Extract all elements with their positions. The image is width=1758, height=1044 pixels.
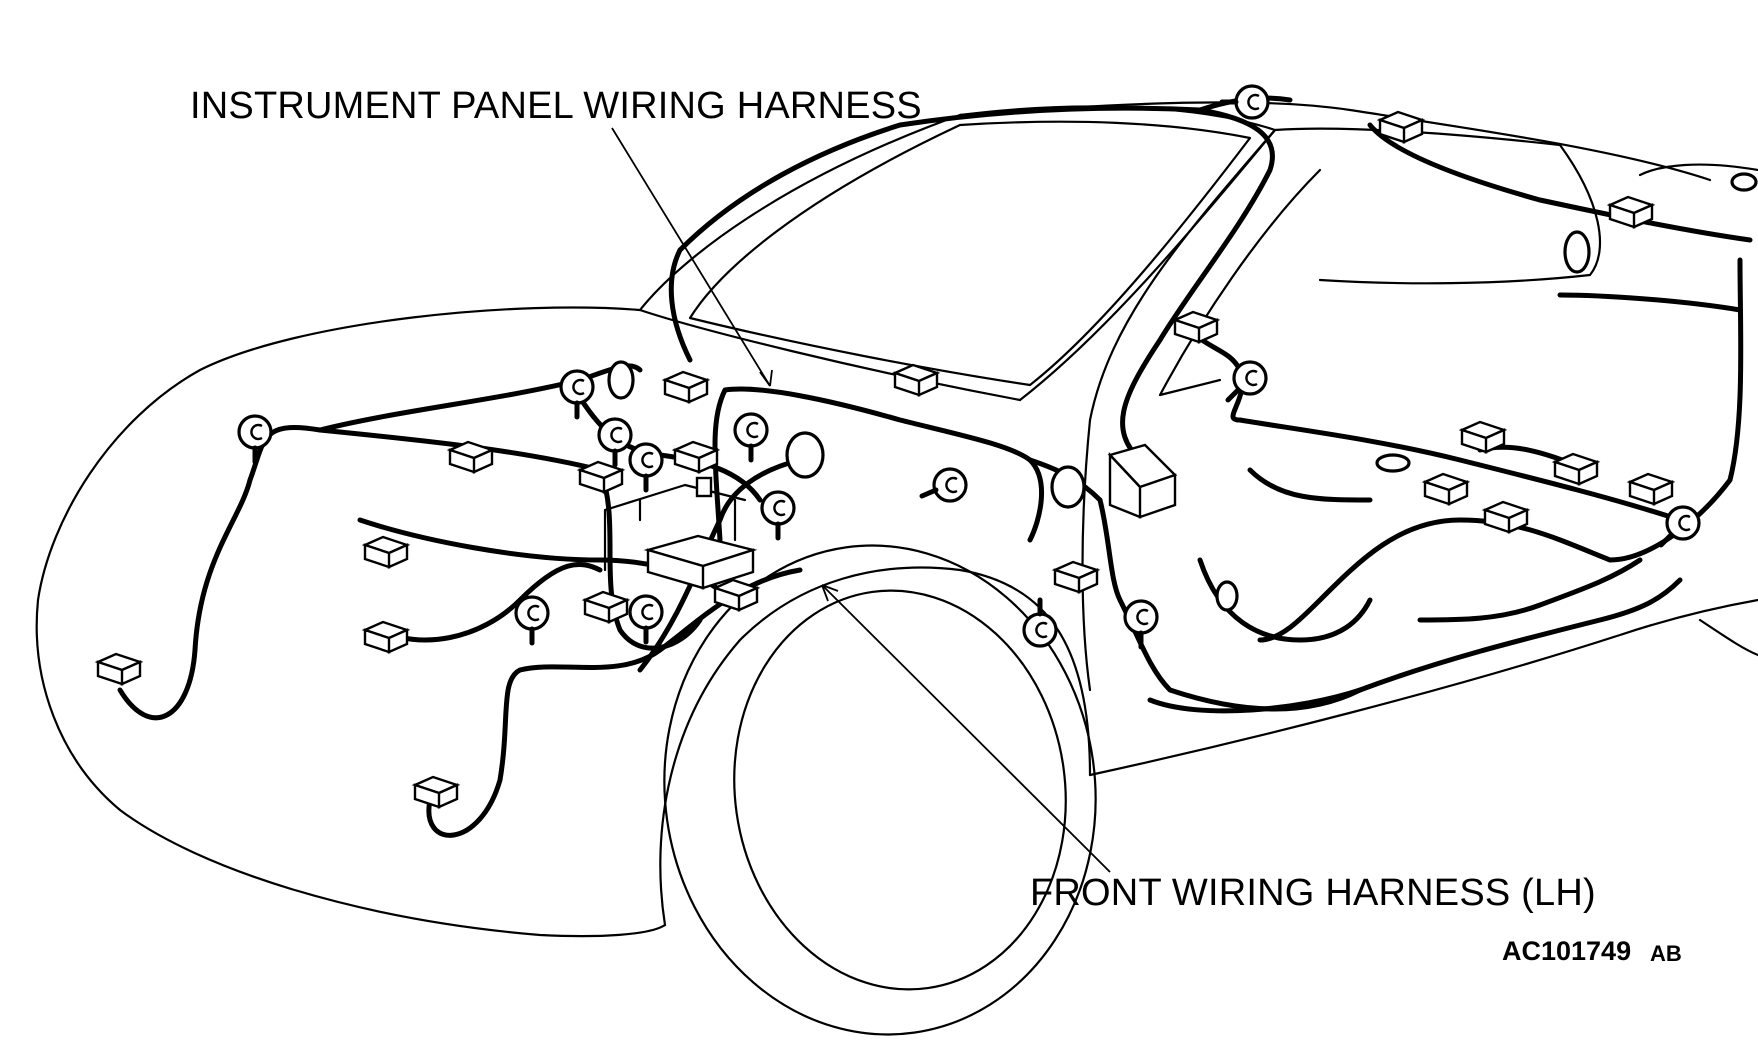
connector-block bbox=[1606, 195, 1656, 229]
connector-block bbox=[576, 460, 626, 494]
leader-lines bbox=[611, 127, 1111, 873]
sill-outline bbox=[1088, 598, 1758, 777]
connector-block bbox=[581, 590, 631, 624]
grommet-icon bbox=[1375, 453, 1411, 473]
ground-terminal-icon bbox=[1123, 599, 1159, 650]
floor-run bbox=[1417, 557, 1643, 623]
ground-terminal-icon bbox=[628, 442, 664, 493]
wiring-harness-lines bbox=[117, 95, 1753, 838]
rear-quarter-outline bbox=[1638, 163, 1758, 177]
windshield-outer bbox=[638, 105, 1277, 402]
figure-code: AC101749 bbox=[1502, 936, 1631, 966]
ground-terminal-icon bbox=[597, 417, 633, 468]
leader-front-harness bbox=[821, 584, 1111, 873]
grommet-icon bbox=[1563, 230, 1591, 274]
arrow-front-harness bbox=[821, 584, 839, 602]
grommet-icon bbox=[1730, 172, 1758, 192]
floor-harness bbox=[1247, 444, 1593, 503]
engine-bay-loop bbox=[597, 467, 703, 651]
ground-terminal-icon bbox=[1225, 360, 1268, 403]
connector-block bbox=[1376, 110, 1426, 144]
front-tire bbox=[663, 544, 1097, 1036]
arrow-instrument-panel bbox=[759, 369, 773, 387]
instrument-panel-harness-label: INSTRUMENT PANEL WIRING HARNESS bbox=[190, 85, 922, 127]
front-harness-trunk bbox=[117, 424, 603, 721]
connector-block bbox=[661, 370, 711, 404]
connectors bbox=[94, 110, 1676, 809]
grommet-icon bbox=[1215, 580, 1239, 612]
rear-roof-harness bbox=[1557, 292, 1743, 313]
connector-block bbox=[1458, 420, 1508, 454]
front-harness-upper bbox=[317, 363, 643, 433]
ground-terminal-icon bbox=[733, 412, 769, 463]
connector-block bbox=[361, 620, 411, 654]
rear-body-harness bbox=[1257, 257, 1744, 643]
hood-and-nose-outline bbox=[35, 306, 667, 938]
sill-harness bbox=[1147, 577, 1683, 714]
ground-terminal-icon bbox=[237, 414, 273, 465]
connector-block bbox=[1551, 452, 1601, 486]
ground-terminal-icon bbox=[1219, 84, 1270, 120]
front-harness-branch-low bbox=[377, 562, 603, 643]
connector-block bbox=[1171, 310, 1221, 344]
a-pillar-outline bbox=[1081, 128, 1277, 692]
connector-block bbox=[671, 440, 721, 474]
connector-block bbox=[1421, 472, 1471, 506]
rear-sill-notch bbox=[1698, 618, 1758, 657]
connector-block bbox=[891, 363, 941, 397]
connector-block bbox=[1051, 560, 1101, 594]
windshield-inner bbox=[688, 120, 1252, 387]
ground-terminals bbox=[237, 84, 1758, 650]
grommet-icon bbox=[785, 431, 825, 479]
ground-terminal-icon bbox=[628, 594, 664, 645]
roof-outline bbox=[958, 101, 1712, 182]
battery bbox=[603, 476, 747, 572]
rear-roof-panel bbox=[1273, 127, 1602, 285]
front-harness-lh-label: FRONT WIRING HARNESS (LH) bbox=[1030, 872, 1596, 914]
junction-block bbox=[643, 534, 758, 590]
connector-block bbox=[446, 440, 496, 474]
roof-harness bbox=[1197, 95, 1753, 243]
connector-block bbox=[1481, 500, 1531, 534]
ground-terminal-icon bbox=[760, 490, 796, 541]
front-wheel-rim bbox=[733, 589, 1067, 991]
connector-block bbox=[711, 578, 761, 612]
ground-terminal-icon bbox=[514, 595, 550, 646]
windshield-harness bbox=[668, 105, 1275, 463]
relay-box bbox=[1107, 443, 1178, 519]
door-window-outline bbox=[1158, 168, 1322, 397]
fender-arch bbox=[659, 566, 1092, 927]
grommet-icon bbox=[1050, 465, 1086, 509]
ground-terminal-icon bbox=[559, 369, 595, 420]
connector-block bbox=[1626, 472, 1676, 506]
cowl-outline bbox=[638, 308, 1022, 402]
connector-block bbox=[94, 652, 144, 686]
leader-instrument-panel bbox=[611, 127, 771, 387]
grommet-icon bbox=[607, 360, 635, 400]
ground-terminal-icon bbox=[919, 467, 968, 503]
instrument-panel-harness-main bbox=[712, 386, 1045, 543]
figure-code-suffix: AB bbox=[1650, 941, 1682, 966]
ground-terminal-icon bbox=[1658, 505, 1701, 548]
ground-terminal-icon bbox=[1022, 597, 1058, 648]
connector-block bbox=[411, 775, 461, 809]
connector-block bbox=[361, 535, 411, 569]
